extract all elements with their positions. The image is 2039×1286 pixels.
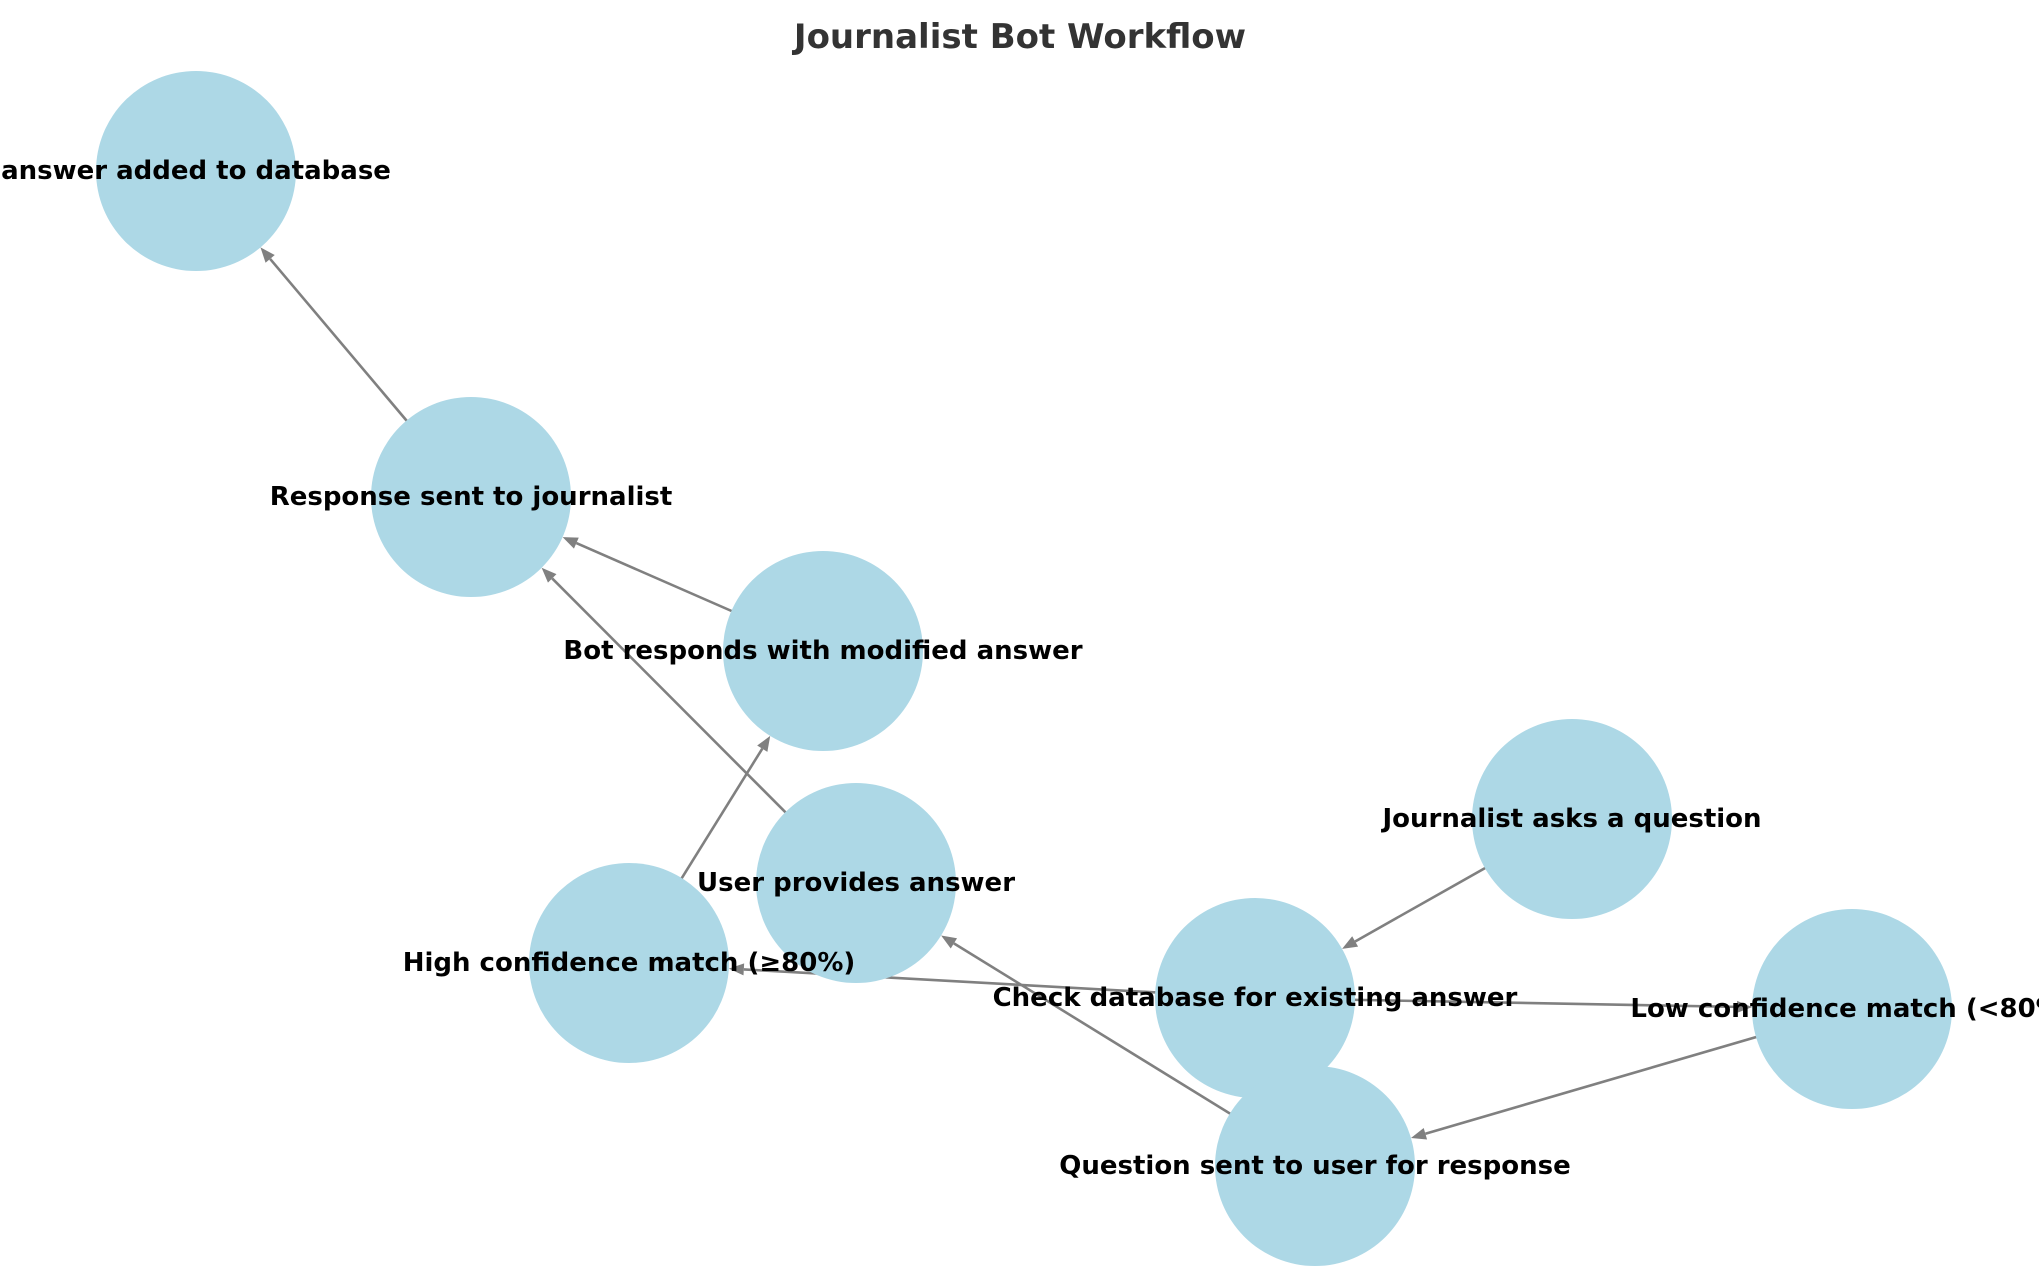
node-response: [371, 397, 571, 597]
node-check: [1155, 898, 1355, 1098]
node-label-sent: Question sent to user for response: [1059, 1151, 1571, 1181]
arrowhead-icon: [1342, 936, 1359, 949]
arrowhead-icon: [260, 247, 275, 263]
node-label-high: High confidence match (≥80%): [403, 948, 856, 978]
node-added: [96, 71, 296, 271]
node-high: [529, 863, 729, 1063]
node-label-response: Response sent to journalist: [270, 482, 673, 512]
arrowhead-icon: [1736, 1000, 1753, 1013]
node-label-ask: Journalist asks a question: [1380, 804, 1761, 834]
node-ask: [1472, 719, 1672, 919]
diagram-title: Journalist Bot Workflow: [792, 17, 1246, 57]
node-layer: [96, 71, 1952, 1266]
node-label-modified: Bot responds with modified answer: [563, 636, 1082, 666]
arrowhead-icon: [941, 935, 958, 949]
arrowhead-icon: [1410, 1127, 1428, 1140]
node-label-low: Low confidence match (<80%): [1630, 994, 2039, 1024]
arrowhead-icon: [541, 567, 557, 583]
arrowhead-icon: [562, 537, 579, 549]
node-label-check: Check database for existing answer: [993, 983, 1518, 1013]
edge-layer: [260, 247, 1853, 1168]
node-low: [1752, 909, 1952, 1109]
node-sent: [1215, 1066, 1415, 1266]
node-label-added: answer added to database: [1, 156, 391, 186]
node-modified: [723, 551, 923, 751]
node-label-user: User provides answer: [697, 868, 1015, 898]
node-user: [756, 783, 956, 983]
arrowhead-icon: [757, 735, 771, 752]
arrowhead-icon: [728, 963, 745, 976]
